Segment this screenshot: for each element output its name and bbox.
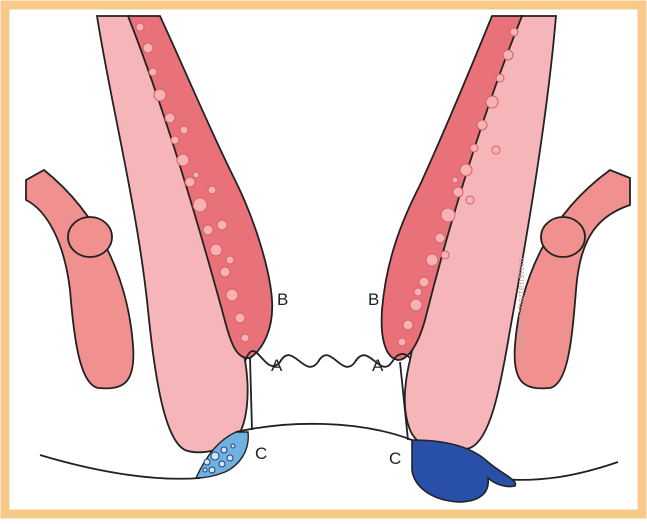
bubble-31 (419, 277, 429, 287)
bubble-12 (226, 289, 238, 301)
bubble-5 (171, 136, 179, 144)
bubble-19 (226, 256, 234, 264)
label-a-left: A (271, 356, 283, 375)
bubble-18 (193, 172, 199, 178)
watermark: andreascharfenstein (516, 257, 526, 350)
bubble-35 (492, 146, 500, 154)
bubble-4 (165, 113, 175, 123)
label-b-left: B (277, 290, 288, 309)
bubble-15 (180, 126, 188, 134)
blue-bubble-1 (211, 452, 219, 460)
bubble-16 (208, 186, 216, 194)
bubble-25 (470, 144, 478, 152)
bubble-14 (241, 334, 249, 342)
label-b-right: B (368, 290, 379, 309)
bubble-21 (503, 50, 513, 60)
bubble-17 (217, 220, 227, 230)
bubble-38 (452, 177, 458, 183)
bubble-36 (466, 196, 474, 204)
bubble-22 (496, 74, 504, 82)
label-c-right: C (389, 449, 401, 468)
bubble-28 (441, 208, 455, 222)
bubble-37 (441, 251, 449, 259)
bubble-2 (149, 68, 157, 76)
bubble-20 (510, 28, 518, 36)
bubble-23 (486, 96, 498, 108)
bubble-10 (210, 244, 222, 256)
blue-bubble-3 (209, 467, 215, 473)
blue-bubble-0 (204, 459, 210, 465)
blue-bubble-7 (231, 444, 235, 448)
outer-muscle-right-knob (541, 217, 585, 257)
bubble-7 (185, 177, 195, 187)
bubble-9 (203, 225, 213, 235)
blue-bubble-5 (227, 455, 233, 461)
blue-bubble-2 (221, 447, 227, 453)
label-a-right: A (372, 356, 384, 375)
bubble-27 (453, 187, 463, 197)
bubble-24 (477, 120, 487, 130)
bubble-3 (154, 89, 166, 101)
bubble-13 (235, 313, 245, 323)
bubble-11 (220, 267, 230, 277)
bubble-0 (136, 23, 144, 31)
blue-bubble-4 (219, 461, 225, 467)
bubble-39 (414, 288, 422, 296)
bubble-30 (426, 254, 438, 266)
bubble-26 (460, 164, 472, 176)
bubble-33 (403, 320, 413, 330)
blue-bubble-6 (203, 468, 207, 472)
bubble-1 (143, 43, 153, 53)
bubble-32 (410, 299, 422, 311)
label-c-left: C (255, 444, 267, 463)
bubble-8 (193, 198, 207, 212)
bubble-6 (177, 154, 189, 166)
bubble-34 (398, 338, 406, 346)
bubble-29 (435, 233, 445, 243)
outer-muscle-left-knob (68, 217, 112, 257)
